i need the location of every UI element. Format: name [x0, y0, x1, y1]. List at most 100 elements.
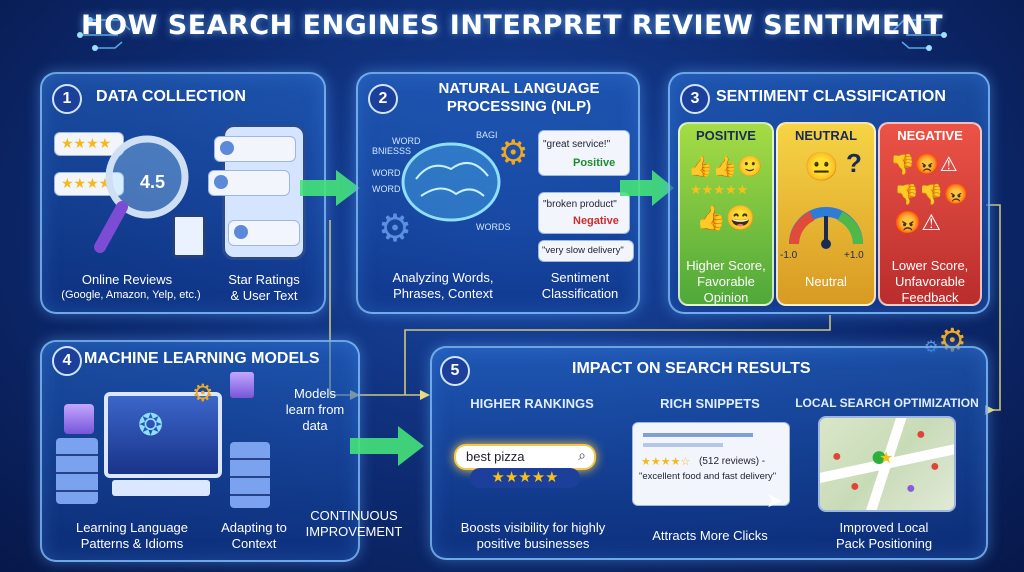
- panel-title: MACHINE LEARNING MODELS: [84, 350, 320, 367]
- thumbs-up-icon: 👍👍🙂: [688, 156, 763, 178]
- cursor-icon: ➤: [766, 490, 783, 512]
- server-icon: [56, 438, 98, 504]
- gear-icon: ⚙: [498, 134, 529, 172]
- smile-icon: 👍😄: [696, 205, 756, 232]
- question-icon: ?: [846, 148, 862, 178]
- word-token: WORD: [372, 168, 401, 178]
- label-models: Models: [294, 386, 336, 401]
- star-icon: ★: [879, 450, 894, 467]
- label-feedback: Feedback: [901, 290, 959, 305]
- card-text: "broken product": [543, 199, 617, 210]
- tablet-icon: [172, 214, 206, 258]
- sentiment-card-positive: "great service!" Positive: [538, 130, 630, 176]
- map-pin-icon: ●: [916, 426, 926, 443]
- column-head-higher-rankings: HIGHER RANKINGS: [470, 396, 594, 411]
- label-phrases: Phrases, Context: [393, 286, 493, 301]
- gauge-icon: [789, 207, 863, 249]
- snippet-reviews: (512 reviews) -: [699, 456, 766, 467]
- label-improved-local: Improved Local: [839, 520, 929, 535]
- review-card: ★★★★: [54, 132, 124, 156]
- panel-sentiment-classification: 3 SENTIMENT CLASSIFICATION POSITIVE 👍👍🙂 …: [668, 72, 990, 314]
- snippet-quote: "excellent food and fast delivery": [639, 471, 777, 482]
- neutral-face-icon: 😐: [804, 151, 839, 182]
- label-positive-businesses: positive businesses: [476, 536, 590, 551]
- label-learn-from: learn from: [285, 402, 345, 417]
- panel-title: DATA COLLECTION: [96, 88, 246, 105]
- panel-title-line2: PROCESSING (NLP): [446, 98, 592, 115]
- star-icon: ★★★★: [61, 135, 112, 151]
- rating-value: 4.5: [140, 172, 166, 192]
- panel-title: IMPACT ON SEARCH RESULTS: [572, 360, 811, 377]
- label-continuous: CONTINUOUS: [310, 508, 398, 523]
- column-head-rich-snippets: RICH SNIPPETS: [660, 396, 760, 411]
- search-icon: ⌕: [578, 447, 586, 463]
- sentiment-card-neutral: "very slow delivery": [538, 240, 634, 262]
- word-token: WORD: [372, 184, 401, 194]
- user-review-card: [208, 170, 290, 196]
- brain-icon: [401, 142, 501, 222]
- neutral-column: NEUTRAL 😐 ? -1.0 +1.0 Neutral: [776, 122, 876, 306]
- word-token: WORDS: [476, 222, 511, 232]
- star-icon: ★★★★: [61, 175, 112, 191]
- word-token: WORD: [392, 136, 421, 146]
- word-token: BNIESSS: [372, 146, 412, 156]
- panel-data-collection: 1 DATA COLLECTION ★★★★ ★★★★ 4.5 Online R…: [40, 72, 326, 314]
- label-opinion: Opinion: [703, 290, 749, 305]
- gear-icon: ⚙: [192, 380, 214, 407]
- magnifier-icon: [94, 135, 189, 253]
- angry-face-icon: 👎😡⚠: [890, 154, 958, 176]
- brain-icon: ❂: [138, 409, 164, 442]
- gauge-max: +1.0: [844, 250, 864, 261]
- label-patterns: Patterns & Idioms: [80, 536, 184, 551]
- label-analyzing: Analyzing Words,: [392, 270, 494, 285]
- positive-column: POSITIVE 👍👍🙂 ★★★★★ 👍😄 Higher Score, Favo…: [678, 122, 774, 306]
- label-adapting: Adapting to: [221, 520, 287, 535]
- label-data: data: [302, 418, 328, 433]
- server-icon: [64, 404, 94, 434]
- map-icon: ● ★ ● ● ● ● ●: [818, 416, 956, 512]
- panel-number: 5: [440, 356, 470, 386]
- search-box: best pizza ⌕: [454, 444, 596, 470]
- star-icon: ★★★★★: [690, 182, 749, 197]
- panel-number: 3: [680, 84, 710, 114]
- label-learning-language: Learning Language: [75, 520, 189, 535]
- arrow-icon: [300, 170, 360, 206]
- arrow-icon: [350, 426, 424, 466]
- monitor-icon: [104, 392, 222, 478]
- column-head: NEGATIVE: [897, 128, 963, 143]
- cube-icon: [230, 372, 254, 398]
- label-favorable: Favorable: [697, 274, 755, 289]
- label-classification: Classification: [541, 286, 619, 301]
- panel-title-line1: NATURAL LANGUAGE: [438, 80, 600, 97]
- rich-snippet-card: ★★★★☆ (512 reviews) - "excellent food an…: [632, 422, 790, 506]
- card-text: "very slow delivery": [542, 245, 624, 256]
- panel-number: 2: [368, 84, 398, 114]
- panel-number: 4: [52, 346, 82, 376]
- panel-title: SENTIMENT CLASSIFICATION: [716, 88, 946, 105]
- map-pin-icon: ●: [930, 458, 940, 475]
- panel-machine-learning: 4 MACHINE LEARNING MODELS ❂ ⚙ Models lea…: [40, 340, 360, 562]
- label-neutral: Neutral: [805, 274, 847, 289]
- gauge-min: -1.0: [780, 250, 798, 261]
- panel-nlp: 2 NATURAL LANGUAGE PROCESSING (NLP) WORD…: [356, 72, 640, 314]
- star-icon: ★★★★☆: [641, 456, 691, 468]
- star-icon: ★★★★★: [470, 468, 580, 488]
- word-token: BAGI: [476, 130, 498, 140]
- map-pin-icon: ●: [870, 440, 889, 473]
- sentiment-card-negative: "broken product" Negative: [538, 192, 630, 234]
- user-review-card: [228, 220, 300, 246]
- warning-icon: 😡⚠: [894, 210, 942, 235]
- map-pin-icon: ●: [906, 480, 916, 497]
- card-text: "great service!": [543, 139, 611, 150]
- label-higher-score: Higher Score,: [686, 258, 766, 273]
- label-boosts: Boosts visibility for highly: [460, 520, 606, 535]
- label-sentiment: Sentiment: [550, 270, 610, 285]
- label-unfavorable: Unfavorable: [894, 274, 966, 289]
- user-review-card: [214, 136, 296, 162]
- arrow-icon: [620, 170, 674, 206]
- label-star-ratings: Star Ratings: [228, 272, 300, 287]
- keyboard-icon: [112, 480, 210, 496]
- panel-impact-search-results: 5 IMPACT ON SEARCH RESULTS HIGHER RANKIN…: [430, 346, 988, 560]
- label-attracts-clicks: Attracts More Clicks: [652, 528, 768, 543]
- label-online-reviews-sub: (Google, Amazon, Yelp, etc.): [61, 289, 201, 301]
